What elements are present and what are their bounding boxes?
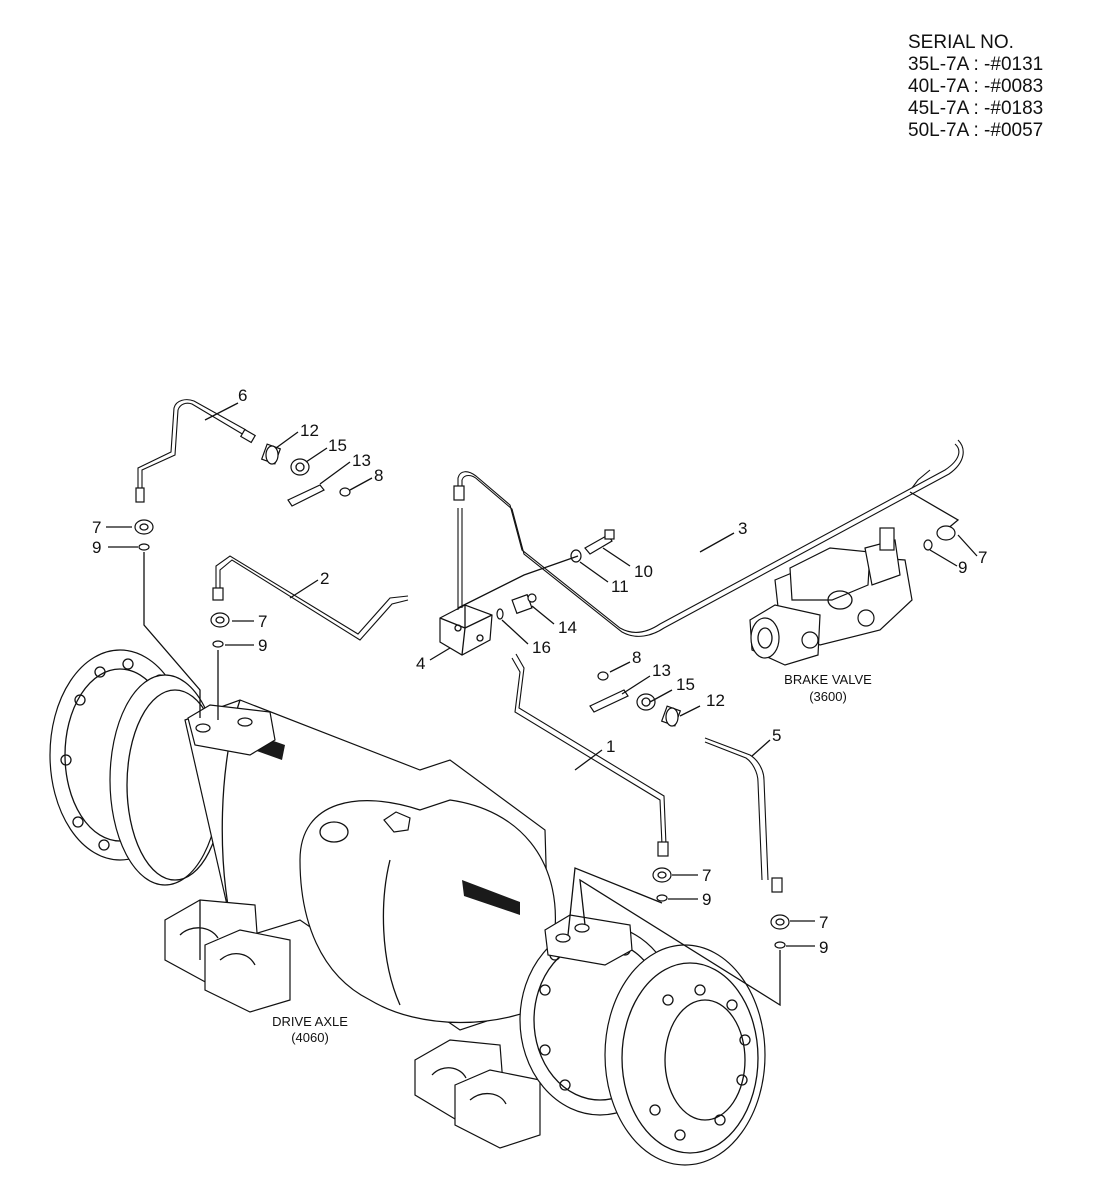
- drive-axle-illustration: [49, 649, 766, 1166]
- callout-5: 5: [772, 726, 781, 745]
- drive-axle-label: DRIVE AXLE (4060): [272, 1014, 348, 1045]
- callout-14: 14: [558, 618, 577, 637]
- serial-line-35l: 35L-7A : -#0131: [908, 54, 1044, 75]
- callout-7-right-mid: 7: [702, 866, 711, 885]
- clip-13-right: [589, 689, 629, 713]
- distribution-block: [439, 604, 493, 656]
- o-ring-9-right-mid: [656, 894, 668, 902]
- assembly-guide-lines: [143, 552, 781, 1007]
- callout-1: 1: [606, 737, 615, 756]
- nut-15-right: [636, 693, 656, 711]
- callout-9-mid-left: 9: [258, 636, 267, 655]
- brake-valve-code: (3600): [809, 689, 847, 704]
- callout-11: 11: [611, 577, 629, 596]
- nut-15-left: [290, 458, 310, 476]
- callout-3: 3: [738, 519, 747, 538]
- callout-9-brake-valve: 9: [958, 558, 967, 577]
- drive-axle-code: (4060): [291, 1030, 329, 1045]
- o-ring-16: [496, 608, 504, 620]
- right-wheel-hub: [519, 924, 766, 1166]
- serial-number-block: SERIAL NO. 35L-7A : -#0131 40L-7A : -#00…: [908, 32, 1043, 142]
- o-ring-9-brake-valve: [923, 539, 933, 551]
- adapter-7-right-mid: [652, 867, 672, 883]
- callout-12-left: 12: [300, 421, 319, 440]
- callout-7-top-left: 7: [92, 518, 101, 537]
- left-brake-housing: [187, 704, 276, 756]
- callout-leaders: [106, 402, 978, 947]
- serial-line-40l: 40L-7A : -#0083: [908, 76, 1044, 97]
- o-ring-9-top-left: [138, 543, 150, 551]
- callout-7-brake-valve: 7: [978, 548, 987, 567]
- adapter-7-brake-valve: [936, 525, 956, 541]
- o-ring-9-right-low: [774, 941, 786, 949]
- bolt-10: [584, 529, 615, 555]
- pipe-5: [704, 737, 769, 881]
- right-mounting-pads: [414, 1039, 541, 1149]
- adapter-7-right-low: [770, 914, 790, 930]
- callout-9-right-low: 9: [819, 938, 828, 957]
- bolt-8-left: [339, 487, 351, 497]
- callout-9-top-left: 9: [92, 538, 101, 557]
- brake-valve-name: BRAKE VALVE: [784, 672, 872, 687]
- switch-14: [511, 593, 537, 615]
- serial-line-45l: 45L-7A : -#0183: [908, 98, 1044, 119]
- callout-16: 16: [532, 638, 551, 657]
- callout-15-right: 15: [676, 675, 695, 694]
- o-ring-9-mid-left: [212, 640, 224, 648]
- adapter-7-top-left: [134, 519, 154, 535]
- serial-line-50l: 50L-7A : -#0057: [908, 120, 1044, 141]
- left-mounting-pads: [164, 899, 291, 1013]
- brake-valve-illustration: [749, 527, 913, 666]
- callout-10: 10: [634, 562, 653, 581]
- brake-valve-label: BRAKE VALVE (3600): [784, 672, 872, 704]
- bolt-8-right: [597, 671, 609, 681]
- callout-12-right: 12: [706, 691, 725, 710]
- washer-11: [570, 549, 582, 563]
- callout-2: 2: [320, 569, 329, 588]
- pipe-3: [457, 443, 960, 633]
- callout-13-left: 13: [352, 451, 371, 470]
- callout-9-right-mid: 9: [702, 890, 711, 909]
- callout-6: 6: [238, 386, 247, 405]
- serial-heading: SERIAL NO.: [908, 32, 1014, 53]
- union-12-left: [260, 443, 282, 465]
- callout-8-left: 8: [374, 466, 383, 485]
- pipe-2: [219, 559, 409, 641]
- callout-8-right: 8: [632, 648, 641, 667]
- callout-7-right-low: 7: [819, 913, 828, 932]
- pipe-6: [141, 402, 245, 490]
- callout-13-right: 13: [652, 661, 671, 680]
- union-12-right: [660, 705, 682, 727]
- callout-numbers: 6 12 15 13 8 7 9 2 7 9 3 9 7 10 11 14 16…: [92, 386, 987, 957]
- adapter-7-mid-left: [210, 612, 230, 628]
- callout-15-left: 15: [328, 436, 347, 455]
- callout-4: 4: [416, 654, 425, 673]
- pipe-1: [511, 657, 663, 846]
- drive-axle-name: DRIVE AXLE: [272, 1014, 348, 1029]
- clip-13-left: [287, 484, 325, 507]
- callout-7-mid-left: 7: [258, 612, 267, 631]
